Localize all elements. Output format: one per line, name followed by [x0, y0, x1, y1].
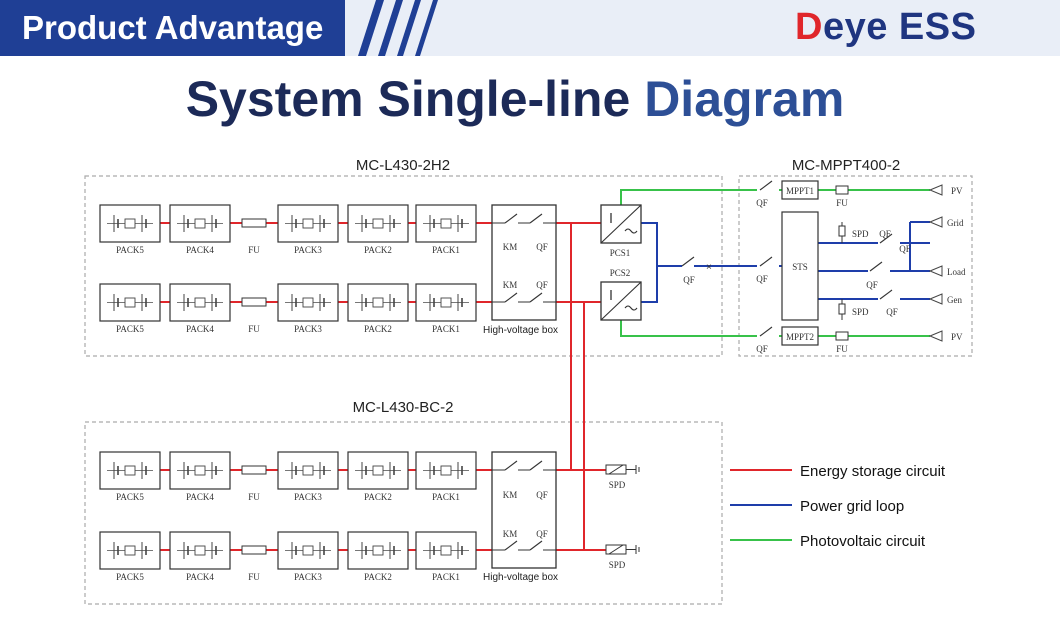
- hv-box-label: High-voltage box: [483, 572, 558, 583]
- pack5-label: PACK5: [116, 324, 144, 334]
- terminals: PV Grid Load Gen PV: [929, 184, 966, 342]
- spd-bottom-2: SPD: [605, 544, 640, 570]
- qf-label: QF: [756, 198, 768, 208]
- qf-label: QF: [866, 280, 878, 290]
- pack1-label: PACK1: [432, 492, 460, 502]
- pack5-label: PACK5: [116, 492, 144, 502]
- km-label: KM: [503, 490, 518, 500]
- banner-title: Product Advantage: [22, 9, 324, 46]
- pack-row-4: PACK5 PACK4 FU PACK3 PACK2 PACK1: [99, 531, 477, 582]
- qf-label: QF: [756, 344, 768, 354]
- grid-breakers: QF QF QF QF: [866, 229, 911, 317]
- bottom-cabinet-label: MC-L430-BC-2: [353, 399, 454, 416]
- pack-row-1: PACK5 PACK4 FU PACK3 PACK2 PACK1: [99, 204, 477, 255]
- fuse-label: FU: [248, 572, 260, 582]
- pack1-label: PACK1: [432, 572, 460, 582]
- pcs2-label: PCS2: [610, 268, 631, 278]
- pv-terminal-label: PV: [951, 186, 963, 196]
- legend-energy-label: Energy storage circuit: [800, 463, 946, 480]
- banner-title-block: Product Advantage: [0, 0, 345, 56]
- pack5-label: PACK5: [116, 245, 144, 255]
- fuse-label: FU: [248, 492, 260, 502]
- fuse-label: FU: [248, 324, 260, 334]
- pack-row-3: PACK5 PACK4 FU PACK3 PACK2 PACK1: [99, 451, 477, 502]
- pack4-label: PACK4: [186, 245, 214, 255]
- logo-text: eye ESS: [822, 6, 977, 48]
- hv-box-top: KM QF KM QF High-voltage box: [483, 204, 558, 336]
- km-label: KM: [503, 529, 518, 539]
- pack3-label: PACK3: [294, 245, 322, 255]
- pack2-label: PACK2: [364, 492, 392, 502]
- qf-label: QF: [536, 490, 548, 500]
- logo-mark: D: [795, 6, 823, 48]
- pack3-label: PACK3: [294, 572, 322, 582]
- sts-block: STS QF: [756, 211, 819, 321]
- pcs2-converter: PCS2: [600, 268, 642, 321]
- load-terminal-label: Load: [947, 267, 966, 277]
- pack3-label: PACK3: [294, 324, 322, 334]
- km-label: KM: [503, 242, 518, 252]
- pack5-label: PACK5: [116, 572, 144, 582]
- mppt-cabinet-label: MC-MPPT400-2: [792, 157, 900, 174]
- pack1-label: PACK1: [432, 324, 460, 334]
- gen-terminal-label: Gen: [947, 295, 962, 305]
- pv-terminal-label: PV: [951, 332, 963, 342]
- pack2-label: PACK2: [364, 572, 392, 582]
- brand-logo: Deye ESS: [795, 6, 976, 49]
- spd-label: SPD: [609, 480, 626, 490]
- qf-label: QF: [756, 274, 768, 284]
- qf-label: QF: [536, 280, 548, 290]
- spd-bottom-1: SPD: [605, 464, 640, 490]
- legend: Energy storage circuit Power grid loop P…: [730, 463, 946, 550]
- mppt1-label: MPPT1: [786, 186, 814, 196]
- qf-label: QF: [536, 242, 548, 252]
- spd-label: SPD: [852, 307, 869, 317]
- pack3-label: PACK3: [294, 492, 322, 502]
- grid-link-breaker: QF ×: [676, 256, 712, 285]
- bottom-cabinet-frame: [84, 421, 723, 605]
- pcs1-label: PCS1: [610, 248, 631, 258]
- pack4-label: PACK4: [186, 324, 214, 334]
- hv-box-label: High-voltage box: [483, 325, 558, 336]
- mppt1-block: MPPT1 QF FU: [756, 180, 849, 208]
- grid-terminal-label: Grid: [947, 218, 964, 228]
- fuse-label: FU: [248, 245, 260, 255]
- pack1-label: PACK1: [432, 245, 460, 255]
- fuse-label: FU: [836, 198, 848, 208]
- banner-stripes: [358, 0, 438, 56]
- spd-label: SPD: [852, 229, 869, 239]
- pack2-label: PACK2: [364, 324, 392, 334]
- legend-pv-label: Photovoltaic circuit: [800, 533, 926, 550]
- svg-text:×: ×: [706, 262, 712, 273]
- spd-mppt-2: SPD: [838, 299, 869, 320]
- mppt2-label: MPPT2: [786, 332, 814, 342]
- pcs1-converter: PCS1: [600, 204, 642, 258]
- spd-label: SPD: [609, 560, 626, 570]
- fuse-label: FU: [836, 344, 848, 354]
- pack2-label: PACK2: [364, 245, 392, 255]
- qf-label: QF: [536, 529, 548, 539]
- top-cabinet-frame: [84, 175, 723, 357]
- qf-label: QF: [886, 307, 898, 317]
- energy-storage-wiring: [160, 222, 606, 551]
- hv-box-bottom: KM QF KM QF High-voltage box: [483, 451, 558, 583]
- page-title-part2: Diagram: [644, 71, 845, 127]
- sts-label: STS: [792, 262, 808, 272]
- pack4-label: PACK4: [186, 572, 214, 582]
- legend-grid-label: Power grid loop: [800, 498, 904, 515]
- top-cabinet-label: MC-L430-2H2: [356, 157, 450, 174]
- spd-mppt-1: SPD: [838, 222, 869, 243]
- km-label: KM: [503, 280, 518, 290]
- qf-label: QF: [683, 275, 695, 285]
- pack4-label: PACK4: [186, 492, 214, 502]
- page-title-part1: System Single-line: [185, 71, 631, 127]
- page-title: System Single-line Diagram: [0, 70, 1030, 128]
- pack-row-2: PACK5 PACK4 FU PACK3 PACK2 PACK1: [99, 283, 477, 334]
- mppt2-block: MPPT2 QF FU: [756, 326, 849, 354]
- qf-label: QF: [879, 229, 891, 239]
- qf-label: QF: [899, 244, 911, 254]
